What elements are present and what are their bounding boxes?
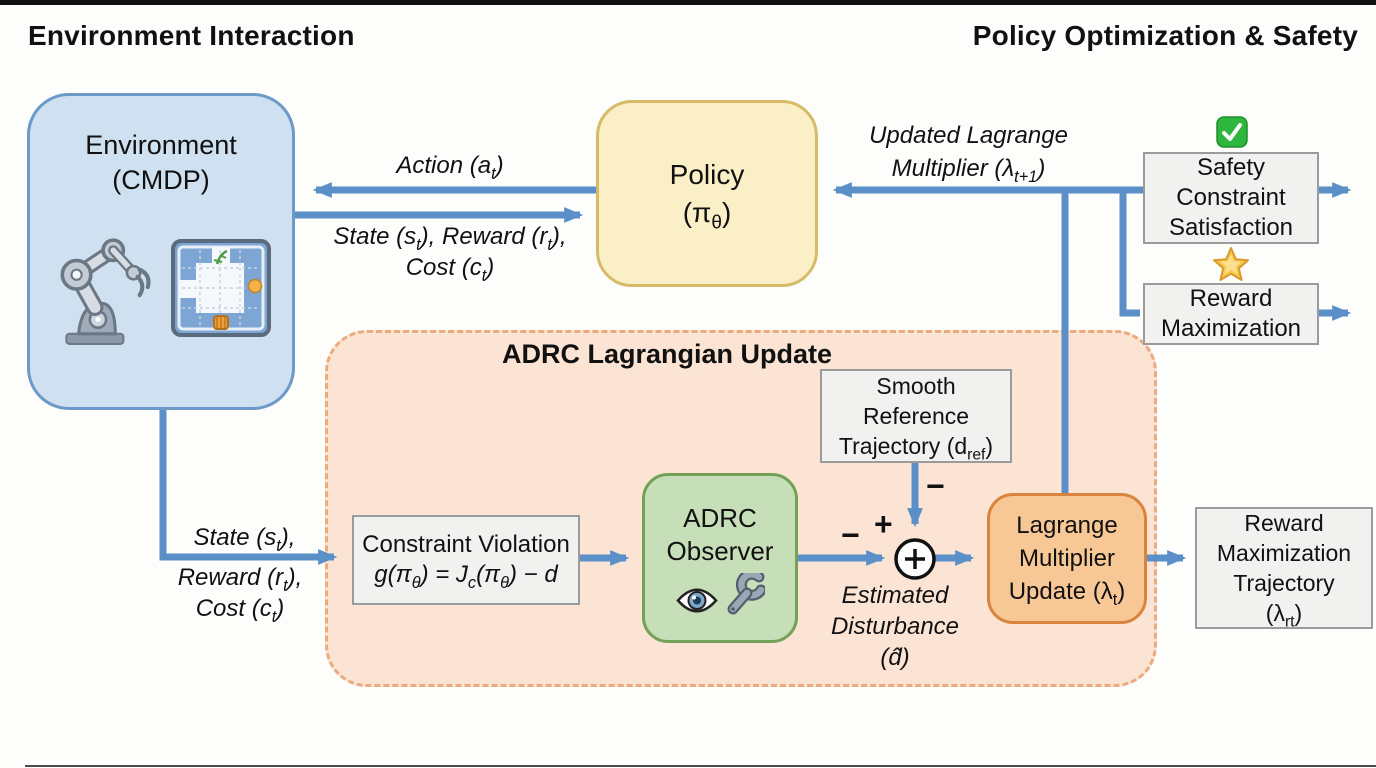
trajectory-line1: Reward	[1244, 510, 1324, 536]
policy-box: Policy (πθ)	[596, 100, 818, 287]
policy-symbol: (πθ)	[682, 196, 732, 234]
reward-line1: Reward	[1189, 285, 1273, 312]
top-edge-bar	[0, 0, 1376, 5]
trajectory-line3: Trajectory	[1233, 570, 1335, 596]
constraint-violation-box: Constraint Violation g(πθ) = Jc(πθ) − d	[352, 515, 580, 605]
feed-label-line3: Cost (ct)	[195, 595, 285, 626]
feed-label-lines23: Reward (rt), Cost (ct)	[150, 562, 330, 626]
eye-icon	[675, 586, 719, 615]
updated-lagrange-line2: Multiplier (λt+1)	[891, 155, 1046, 186]
smooth-reference-box: Smooth Reference Trajectory (dref)	[820, 369, 1012, 463]
reward-maximization-box: Reward Maximization	[1143, 283, 1319, 345]
star-icon	[1212, 246, 1250, 282]
safety-constraint-box: Safety Constraint Satisfaction	[1143, 152, 1319, 244]
estimated-disturbance-label: Estimated Disturbance (d̂)	[800, 580, 990, 673]
state-reward-line: State (st), Reward (rt),	[333, 223, 567, 254]
summation-node	[894, 538, 936, 580]
plus-sign-observer: +	[874, 506, 893, 542]
estimated-disturbance-line3: (d̂)	[880, 644, 910, 671]
safety-line3: Satisfaction	[1168, 214, 1294, 241]
reward-branch-line	[1119, 190, 1140, 317]
grid-world-icon	[170, 238, 272, 338]
estimated-disturbance-line1: Estimated	[841, 582, 949, 609]
wrench-icon	[725, 572, 765, 615]
smooth-reference-line1: Smooth	[876, 373, 956, 399]
adrc-region-title: ADRC Lagrangian Update	[501, 339, 833, 369]
heading-environment-interaction: Environment Interaction	[28, 20, 355, 51]
bottom-edge-line	[25, 765, 1376, 767]
action-label: Action (at)	[396, 152, 504, 183]
smooth-reference-line3: Trajectory (dref)	[838, 433, 994, 464]
constraint-violation-label: Constraint Violation	[362, 531, 570, 558]
lagrange-update-box: Lagrange Multiplier Update (λt)	[987, 493, 1147, 624]
adrc-observer-box: ADRC Observer	[642, 473, 798, 643]
cost-line: Cost (ct)	[405, 254, 495, 285]
trajectory-line2: Maximization	[1216, 540, 1352, 566]
environment-box: Environment (CMDP)	[27, 93, 295, 410]
feed-label-line1: State (st),	[193, 524, 296, 555]
safety-line2: Constraint	[1176, 184, 1286, 211]
constraint-violation-equation: g(πθ) = Jc(πθ) − d	[374, 561, 558, 592]
observer-label-line1: ADRC	[683, 502, 757, 533]
minus-sign-observer: −	[841, 517, 860, 553]
observer-label-line2: Observer	[666, 535, 774, 566]
robot-arm-icon	[50, 232, 152, 346]
minus-sign-reference: −	[926, 468, 945, 504]
safety-line1: Safety	[1196, 154, 1266, 181]
feed-label-line2: Reward (rt),	[177, 564, 303, 595]
state-reward-cost-label: State (st), Reward (rt), Cost (ct)	[306, 221, 594, 285]
check-icon	[1216, 116, 1248, 148]
lagrange-update-line1: Lagrange	[1016, 512, 1118, 539]
environment-label-line1: Environment	[85, 130, 237, 160]
updated-lagrange-line1: Updated Lagrange	[869, 122, 1068, 149]
reward-trajectory-box: Reward Maximization Trajectory (λrt)	[1195, 507, 1373, 631]
environment-label-line2: (CMDP)	[112, 165, 210, 195]
smooth-reference-line2: Reference	[862, 403, 970, 429]
lagrange-update-line2: Multiplier	[1018, 545, 1116, 572]
estimated-disturbance-line2: Disturbance	[830, 613, 960, 640]
heading-policy-optimization-safety: Policy Optimization & Safety	[972, 20, 1358, 51]
trajectory-symbol: (λrt)	[1265, 600, 1303, 631]
policy-label: Policy	[669, 158, 745, 190]
lagrange-update-line3: Update (λt)	[1008, 578, 1126, 609]
env-feed-arrow	[159, 410, 338, 565]
updated-lagrange-label: Updated Lagrange Multiplier (λt+1)	[846, 119, 1091, 185]
plus-glyph	[905, 549, 925, 569]
reward-line2: Maximization	[1160, 315, 1302, 342]
